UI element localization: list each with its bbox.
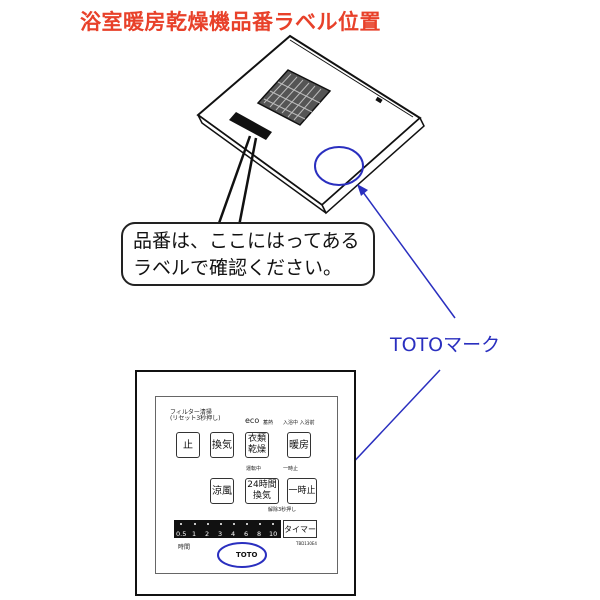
vent-grille — [256, 69, 332, 126]
clothes-dry-button[interactable]: 衣類乾燥 — [245, 432, 269, 458]
timer-tick: 6 — [244, 530, 249, 538]
unit-knob — [375, 96, 383, 104]
vent-24h-button[interactable]: 24時間換気 — [245, 478, 279, 504]
hours-label: 時間 — [178, 544, 191, 551]
toto-mark-label: TOTOマーク — [390, 334, 501, 356]
ventilate-button[interactable]: 換気 — [210, 432, 234, 458]
entry-label: 入浴中 入浴前 — [283, 420, 315, 426]
callout-box: 品番は、ここにはってある ラベルで確認ください。 — [121, 222, 375, 286]
clothes-dry-label-2: 乾燥 — [247, 445, 266, 455]
model-text: TBD130E4 — [296, 541, 317, 546]
toto-mark-circle-unit — [314, 146, 364, 186]
filter-label: フィルター清掃 (リセット3秒押し) — [170, 409, 221, 422]
cool-breeze-button[interactable]: 涼風 — [210, 478, 234, 504]
unit-side-face-left — [197, 114, 327, 214]
model-label-strip — [229, 112, 272, 140]
pause-button-label: 一時止 — [288, 485, 316, 496]
leader-line — [216, 135, 252, 227]
timer-tick: 8 — [257, 530, 262, 538]
timer-tick: 2 — [205, 530, 210, 538]
arrow-to-unit — [359, 187, 456, 319]
timer-bar: 0.5 1 2 3 4 6 8 10 — [174, 520, 281, 538]
eco-sub-label: 蓄熱 — [263, 420, 274, 426]
toto-logo: TOTO — [236, 551, 258, 559]
eco-label: eco — [245, 416, 260, 425]
timer-tick: 10 — [269, 530, 278, 538]
hold-label: 解除3秒押し — [268, 507, 297, 513]
stop-button-label: 止 — [183, 439, 193, 451]
timer-button-label: タイマー — [284, 524, 316, 534]
heat-button[interactable]: 暖房 — [287, 432, 311, 458]
pause-button[interactable]: 一時止 — [287, 478, 317, 504]
grille-lines — [263, 73, 322, 121]
running-label: 運転中 — [246, 466, 262, 472]
heat-button-label: 暖房 — [289, 439, 309, 451]
callout-line-1: 品番は、ここにはってある — [133, 230, 360, 252]
arrowhead-unit — [357, 184, 368, 196]
timer-tick: 4 — [231, 530, 236, 538]
vent-24h-label-1: 24時間 — [247, 480, 277, 490]
clothes-dry-label-1: 衣類 — [247, 434, 266, 444]
timer-tick: 0.5 — [176, 530, 187, 538]
vent-24h-label-2: 換気 — [252, 491, 271, 501]
timer-button[interactable]: タイマー — [283, 520, 317, 538]
pause-indicator-label: 一時止 — [283, 466, 299, 472]
cool-breeze-label: 涼風 — [212, 485, 232, 497]
callout-line-2: ラベルで確認ください。 — [133, 257, 343, 279]
ventilate-button-label: 換気 — [212, 439, 232, 451]
stop-button[interactable]: 止 — [176, 432, 200, 458]
unit-top-edge — [289, 39, 414, 118]
leader-line — [237, 137, 258, 227]
ceiling-unit — [196, 34, 425, 227]
timer-tick: 3 — [218, 530, 223, 538]
timer-tick: 1 — [192, 530, 197, 538]
page-title: 浴室暖房乾燥機品番ラベル位置 — [80, 10, 381, 34]
